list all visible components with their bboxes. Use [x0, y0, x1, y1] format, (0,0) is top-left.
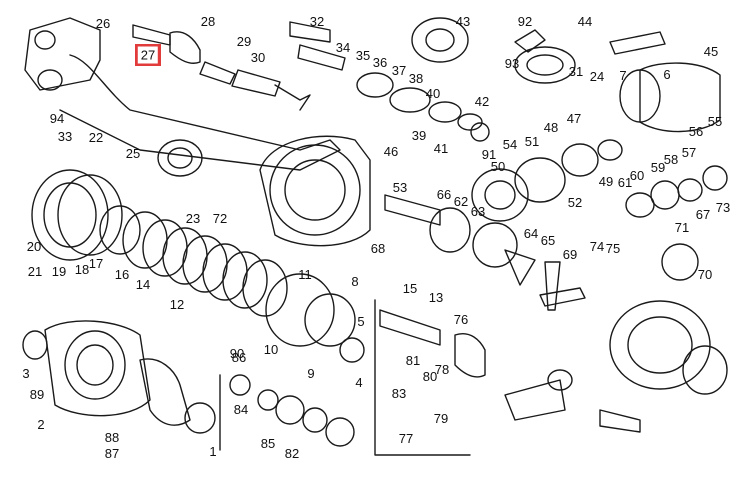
part-callout-41[interactable]: 41 — [433, 141, 449, 156]
part-callout-60[interactable]: 60 — [629, 168, 645, 183]
part-callout-11[interactable]: 11 — [298, 267, 312, 282]
part-callout-54[interactable]: 54 — [502, 137, 518, 152]
part-callout-51[interactable]: 51 — [524, 134, 540, 149]
part-callout-73[interactable]: 73 — [715, 200, 731, 215]
part-callout-29[interactable]: 29 — [236, 34, 252, 49]
part-callout-50[interactable]: 50 — [490, 159, 506, 174]
part-callout-40[interactable]: 40 — [425, 86, 441, 101]
part-callout-46[interactable]: 46 — [383, 144, 399, 159]
part-callout-26[interactable]: 26 — [95, 16, 111, 31]
part-callout-53[interactable]: 53 — [392, 180, 408, 195]
part-callout-86[interactable]: 86 — [231, 350, 247, 365]
part-callout-84[interactable]: 84 — [233, 402, 249, 417]
part-callout-83[interactable]: 83 — [391, 386, 407, 401]
part-callout-42[interactable]: 42 — [474, 94, 490, 109]
part-callout-72[interactable]: 72 — [212, 211, 228, 226]
part-callout-4[interactable]: 4 — [355, 375, 363, 390]
part-callout-70[interactable]: 70 — [697, 267, 713, 282]
part-callout-52[interactable]: 52 — [567, 195, 583, 210]
part-callout-43[interactable]: 43 — [455, 14, 471, 29]
part-callout-25[interactable]: 25 — [125, 146, 141, 161]
part-callout-39[interactable]: 39 — [411, 128, 427, 143]
part-callout-20[interactable]: 20 — [26, 239, 42, 254]
part-callout-45[interactable]: 45 — [703, 44, 719, 59]
part-callout-16[interactable]: 16 — [114, 267, 130, 282]
part-callout-91[interactable]: 91 — [481, 147, 497, 162]
part-callout-2[interactable]: 2 — [37, 417, 45, 432]
part-callout-34[interactable]: 34 — [335, 40, 351, 55]
part-callout-59[interactable]: 59 — [650, 160, 666, 175]
part-callout-87[interactable]: 87 — [104, 446, 120, 461]
part-callout-5[interactable]: 5 — [357, 314, 365, 329]
part-callout-48[interactable]: 48 — [543, 120, 559, 135]
part-callout-1[interactable]: 1 — [209, 444, 217, 459]
part-callout-6[interactable]: 6 — [663, 67, 671, 82]
part-callout-19[interactable]: 19 — [51, 264, 67, 279]
part-callout-67[interactable]: 67 — [695, 207, 711, 222]
part-callout-9[interactable]: 9 — [307, 366, 315, 381]
part-callout-81[interactable]: 81 — [405, 353, 421, 368]
part-callout-58[interactable]: 58 — [663, 152, 679, 167]
part-callout-56[interactable]: 56 — [688, 124, 704, 139]
part-callout-85[interactable]: 85 — [260, 436, 276, 451]
part-callout-57[interactable]: 57 — [681, 145, 697, 160]
part-callout-94[interactable]: 94 — [49, 111, 65, 126]
part-callout-36[interactable]: 36 — [372, 55, 388, 70]
part-callout-88[interactable]: 88 — [104, 430, 120, 445]
part-callout-35[interactable]: 35 — [355, 48, 371, 63]
part-callout-65[interactable]: 65 — [540, 233, 556, 248]
part-callout-90[interactable]: 90 — [229, 346, 245, 361]
part-callout-68[interactable]: 68 — [370, 241, 386, 256]
part-callout-32[interactable]: 32 — [309, 14, 325, 29]
part-callout-66[interactable]: 66 — [436, 187, 452, 202]
part-callout-63[interactable]: 63 — [470, 204, 486, 219]
part-callout-76[interactable]: 76 — [453, 312, 469, 327]
part-callout-3[interactable]: 3 — [22, 366, 30, 381]
part-callout-78[interactable]: 78 — [434, 362, 450, 377]
part-callout-93[interactable]: 93 — [504, 56, 520, 71]
part-callout-31[interactable]: 31 — [568, 64, 584, 79]
part-callout-8[interactable]: 8 — [351, 274, 359, 289]
part-callout-17[interactable]: 17 — [88, 256, 104, 271]
part-callout-62[interactable]: 62 — [453, 194, 469, 209]
part-callout-47[interactable]: 47 — [566, 111, 582, 126]
part-callout-55[interactable]: 55 — [707, 114, 723, 129]
part-callout-23[interactable]: 23 — [185, 211, 201, 226]
part-callout-7[interactable]: 7 — [619, 68, 627, 83]
part-callout-33[interactable]: 33 — [57, 129, 73, 144]
part-callout-89[interactable]: 89 — [29, 387, 45, 402]
part-callout-79[interactable]: 79 — [433, 411, 449, 426]
part-callout-10[interactable]: 10 — [263, 342, 279, 357]
part-callout-38[interactable]: 38 — [408, 71, 424, 86]
part-callout-82[interactable]: 82 — [284, 446, 300, 461]
part-callout-13[interactable]: 13 — [428, 290, 444, 305]
part-callout-22[interactable]: 22 — [88, 130, 104, 145]
part-callout-37[interactable]: 37 — [391, 63, 407, 78]
part-callout-24[interactable]: 24 — [589, 69, 605, 84]
part-callout-64[interactable]: 64 — [523, 226, 539, 241]
part-callout-44[interactable]: 44 — [577, 14, 593, 29]
part-callout-77[interactable]: 77 — [398, 431, 414, 446]
part-callout-30[interactable]: 30 — [250, 50, 266, 65]
part-callout-71[interactable]: 71 — [674, 220, 690, 235]
part-callout-74[interactable]: 74 — [589, 239, 605, 254]
part-callout-12[interactable]: 12 — [169, 297, 185, 312]
part-callout-92[interactable]: 92 — [517, 14, 533, 29]
part-callout-27[interactable]: 27 — [135, 44, 161, 66]
part-callout-21[interactable]: 21 — [27, 264, 43, 279]
part-callout-28[interactable]: 28 — [200, 14, 216, 29]
part-callout-80[interactable]: 80 — [422, 369, 438, 384]
part-callout-61[interactable]: 61 — [617, 175, 633, 190]
part-callout-69[interactable]: 69 — [562, 247, 578, 262]
part-callout-14[interactable]: 14 — [135, 277, 151, 292]
part-callout-75[interactable]: 75 — [605, 241, 621, 256]
part-callout-18[interactable]: 18 — [74, 262, 90, 277]
part-callout-15[interactable]: 15 — [402, 281, 418, 296]
part-callout-49[interactable]: 49 — [598, 174, 614, 189]
